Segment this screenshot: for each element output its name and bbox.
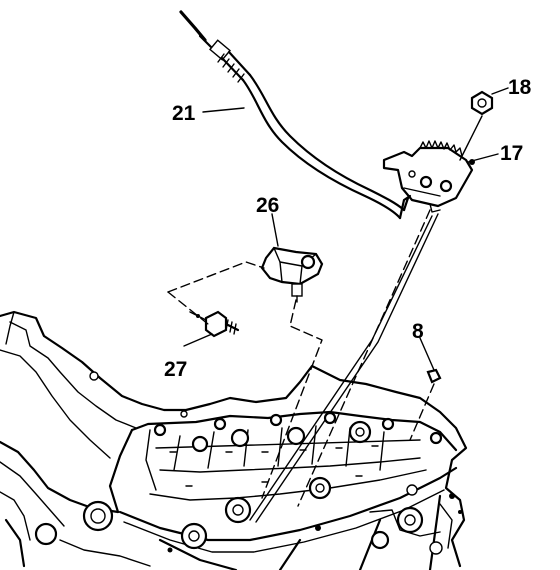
part-labels: 21 18 17 26 27 8	[164, 76, 532, 381]
part-27-bolt	[183, 310, 240, 347]
label-21: 21	[172, 102, 196, 125]
part-21-shift-cable	[179, 10, 412, 220]
label-27: 27	[164, 358, 187, 381]
label-18: 18	[508, 76, 532, 99]
part-18-nut	[470, 87, 509, 116]
part-17-shift-lever	[382, 115, 499, 213]
transmission-housing	[0, 310, 468, 570]
part-26-switch	[260, 213, 324, 303]
label-26: 26	[256, 194, 279, 217]
label-8: 8	[412, 320, 424, 343]
part-8-pin	[409, 337, 442, 441]
label-17: 17	[500, 142, 523, 165]
